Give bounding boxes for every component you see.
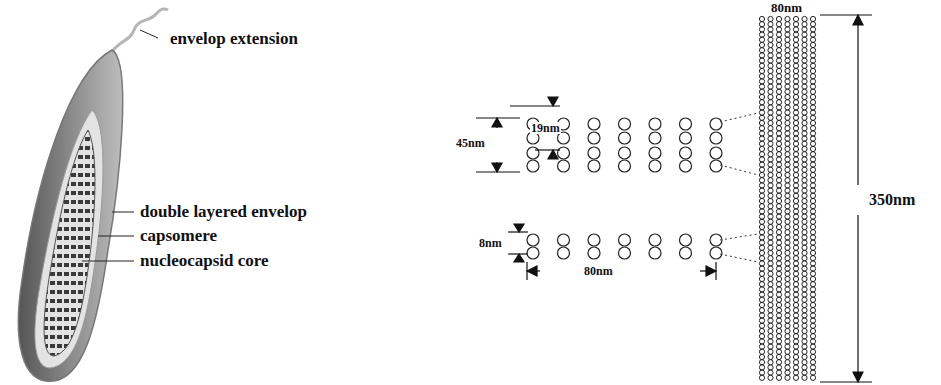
part-label: nucleocapsid core	[140, 252, 269, 269]
double-layered-envelop	[18, 50, 122, 381]
dimension-marks	[476, 15, 872, 382]
dimension-label: 19nm	[530, 122, 561, 134]
dimension-label: 45nm	[455, 137, 486, 149]
capsomere-rows	[527, 118, 722, 259]
dimension-label: 350nm	[868, 192, 916, 208]
dimension-label: 80nm	[770, 1, 803, 14]
dotted-lines	[720, 113, 758, 262]
part-label: capsomere	[140, 227, 217, 244]
dimension-label: 80nm	[583, 265, 614, 277]
part-label: envelop extension	[170, 30, 298, 47]
part-label: double layered envelop	[140, 203, 307, 220]
capsid-column	[759, 16, 815, 380]
dimension-label: 8nm	[478, 237, 503, 249]
envelop-extension	[110, 9, 168, 55]
inner-envelop	[35, 110, 103, 368]
nucleocapsid-core	[44, 130, 95, 356]
